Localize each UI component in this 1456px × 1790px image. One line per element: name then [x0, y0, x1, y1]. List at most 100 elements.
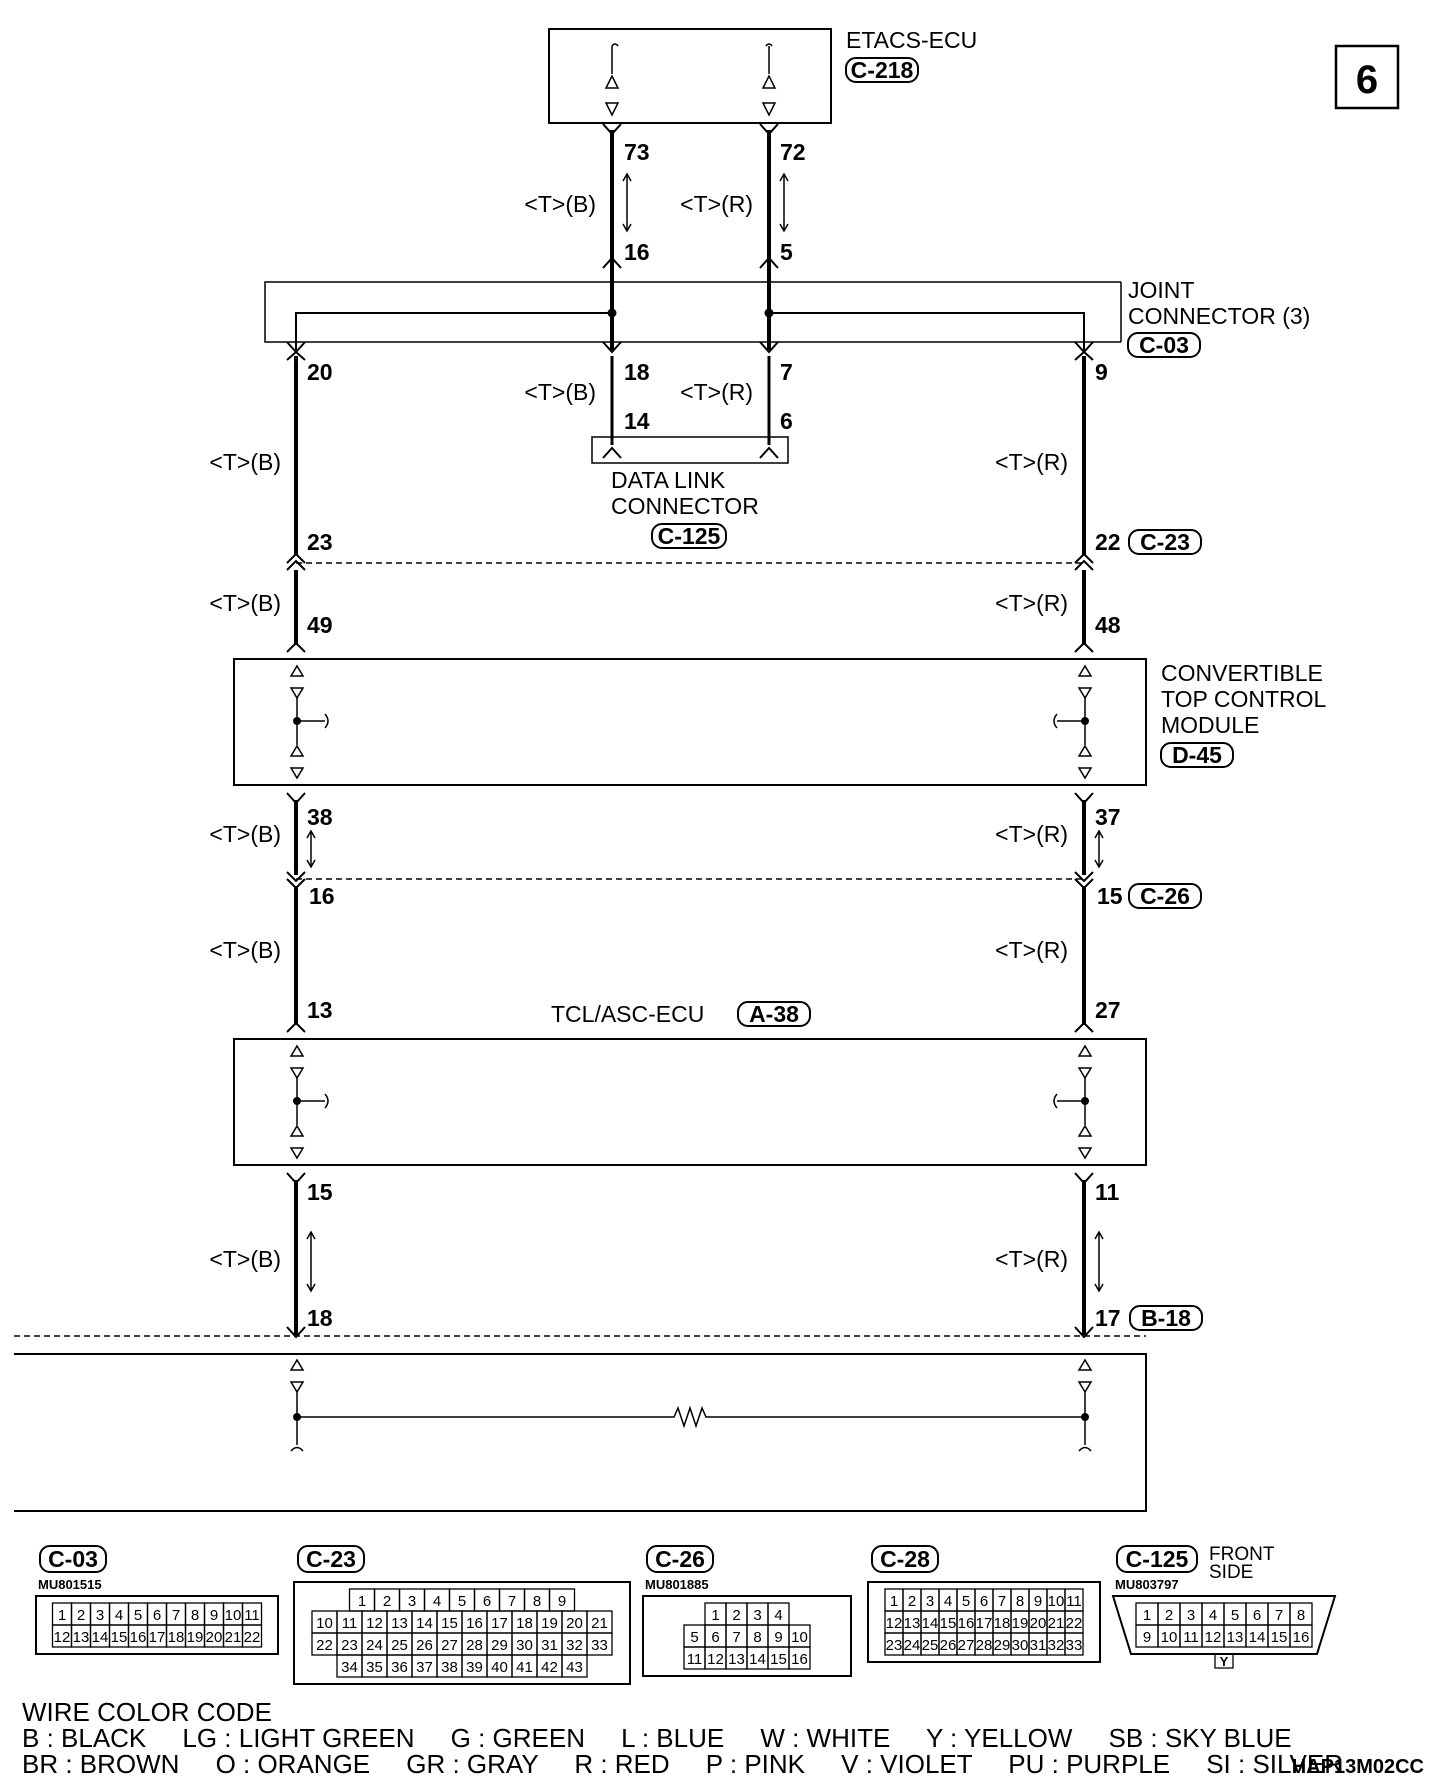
pin-72: 72	[780, 139, 806, 165]
connector-pin-number: 1	[1143, 1607, 1151, 1624]
connector-pin-number: 23	[886, 1637, 903, 1654]
connector-pin-number: 19	[1012, 1615, 1029, 1632]
connector-pin-number: 28	[976, 1637, 993, 1654]
connector-pin-number: 39	[466, 1659, 483, 1676]
connector-pin-number: 7	[508, 1593, 516, 1610]
connector-pin-number: 13	[391, 1615, 408, 1632]
connector-pin-number: 31	[1030, 1637, 1047, 1654]
connector-pin-number: 7	[1275, 1607, 1283, 1624]
connector-pin-number: 11	[687, 1651, 703, 1668]
c26-code-badge	[1128, 883, 1202, 909]
connector-pin-number: 6	[483, 1593, 491, 1610]
connector-pin-number: 11	[244, 1607, 260, 1624]
tcl-connector-code: A-38	[749, 1001, 799, 1027]
connector-pin-number: 11	[342, 1615, 358, 1632]
connector-pin-number: 4	[115, 1607, 123, 1624]
connector-view-badge	[297, 1545, 365, 1573]
connector-pin-number: 21	[591, 1615, 608, 1632]
connector-pin-number: 7	[732, 1629, 740, 1646]
pin-15-c26: 15	[1097, 883, 1123, 909]
wire-label-red-4: <T>(R)	[995, 590, 1068, 616]
connector-pin-number: 11	[1183, 1629, 1199, 1646]
connector-pin-number: 22	[316, 1637, 333, 1654]
wire-label-black-1: <T>(B)	[524, 191, 596, 217]
pin-38: 38	[307, 804, 333, 830]
connector-pin-number: 3	[926, 1593, 934, 1610]
connector-pin-number: 4	[1209, 1607, 1217, 1624]
wire-label-red-3: <T>(R)	[995, 449, 1068, 475]
wire-label-red-2: <T>(R)	[680, 379, 753, 405]
connector-pin-number: 12	[1205, 1629, 1222, 1646]
b18-inline-code: B-18	[1141, 1305, 1191, 1331]
c26-inline-code: C-26	[1140, 883, 1190, 909]
pin-15-tcl: 15	[307, 1179, 333, 1205]
connector-pin-number: 40	[491, 1659, 508, 1676]
convertible-connector-code: D-45	[1172, 742, 1222, 768]
connector-pin-number: 29	[994, 1637, 1011, 1654]
connector-pin-number: 22	[244, 1629, 261, 1646]
connector-pin-number: 5	[134, 1607, 142, 1624]
connector-pin-number: 23	[341, 1637, 358, 1654]
connector-pin-number: 13	[728, 1651, 745, 1668]
terminating-resistor-block	[14, 1353, 1147, 1512]
convertible-label-2: TOP CONTROL	[1161, 686, 1326, 712]
connector-pin-number: 26	[940, 1637, 957, 1654]
connector-pin-number: 14	[92, 1629, 109, 1646]
connector-pin-number: 6	[711, 1629, 719, 1646]
connector-pin-number: 8	[753, 1629, 761, 1646]
wire-label-red-7: <T>(R)	[995, 1246, 1068, 1272]
connector-pin-number: 15	[940, 1615, 957, 1632]
pin-73: 73	[624, 139, 650, 165]
connector-pin-number: 10	[1048, 1593, 1065, 1610]
connector-pin-number: 5	[690, 1629, 698, 1646]
connector-pin-number: 7	[172, 1607, 180, 1624]
data-link-connector	[591, 436, 789, 464]
connector-pin-number: 12	[366, 1615, 383, 1632]
dlc-label-1: DATA LINK	[611, 467, 726, 493]
connector-pin-number: 20	[1030, 1615, 1047, 1632]
connector-pin-number: 15	[111, 1629, 128, 1646]
c23-inline-code: C-23	[1140, 529, 1190, 555]
connector-pin-number: 8	[1016, 1593, 1024, 1610]
pin-9: 9	[1095, 359, 1108, 385]
connector-part-number: MU803797	[1115, 1577, 1179, 1592]
drawing-code: HAP13M02CC	[1292, 1756, 1424, 1778]
connector-pin-number: 9	[210, 1607, 218, 1624]
etacs-ecu-label: ETACS-ECU	[846, 27, 977, 53]
pin-17: 17	[1095, 1305, 1121, 1331]
tcl-ecu-block	[233, 1038, 1147, 1166]
connector-pin-number: 4	[774, 1607, 782, 1624]
connector-pin-number: 37	[416, 1659, 433, 1676]
connector-pin-number: 5	[458, 1593, 466, 1610]
connector-pin-number: 3	[1187, 1607, 1195, 1624]
connector-pin-number: 16	[958, 1615, 975, 1632]
connector-pin-number: 33	[591, 1637, 608, 1654]
pin-37: 37	[1095, 804, 1121, 830]
connector-pin-number: 18	[168, 1629, 185, 1646]
connector-view-badge	[871, 1545, 939, 1573]
pin-13: 13	[307, 997, 333, 1023]
connector-pin-number: 31	[541, 1637, 558, 1654]
connector-note: SIDE	[1209, 1562, 1253, 1583]
wire-label-black-4: <T>(B)	[209, 590, 281, 616]
pin-23: 23	[307, 529, 333, 555]
joint-connector-label-1: JOINT	[1128, 277, 1194, 303]
connector-pin-number: 38	[441, 1659, 458, 1676]
connector-pin-number: 2	[383, 1593, 391, 1610]
connector-pin-number: 42	[541, 1659, 558, 1676]
legend-row-1: B : BLACK LG : LIGHT GREEN G : GREEN L :…	[22, 1723, 1292, 1753]
wire-label-black-2: <T>(B)	[524, 379, 596, 405]
pin-48: 48	[1095, 612, 1121, 638]
wire-label-black-7: <T>(B)	[209, 1246, 281, 1272]
connector-pin-number: 30	[516, 1637, 533, 1654]
tcl-ecu-label: TCL/ASC-ECU	[551, 1001, 704, 1027]
wire-etacs-joint	[602, 123, 789, 275]
connector-pin-number: 10	[791, 1629, 808, 1646]
connector-pin-number: 2	[732, 1607, 740, 1624]
wire-label-red-5: <T>(R)	[995, 821, 1068, 847]
